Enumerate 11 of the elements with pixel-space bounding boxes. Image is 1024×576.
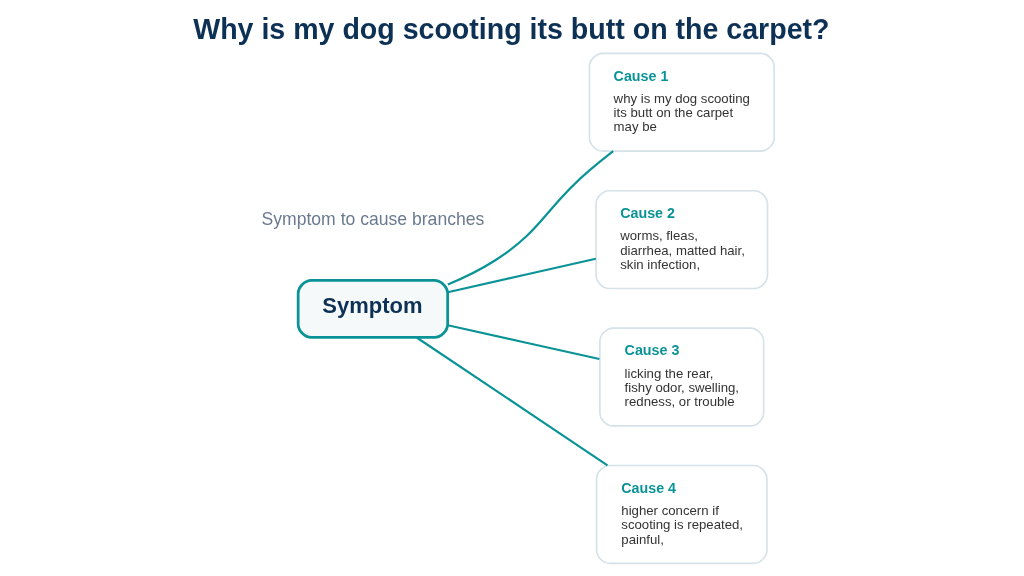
node-box: Cause 2 worms, fleas, diarrhea, matted hair, skin infection, bbox=[594, 189, 768, 290]
connector bbox=[415, 336, 608, 467]
label: Symptom to cause branches bbox=[261, 209, 484, 230]
connector bbox=[447, 324, 600, 361]
node-box: Cause 1 why is my dog scooting its butt on the carpet may be bbox=[588, 52, 775, 152]
node-box: Cause 3 licking the rear, fishy odor, swelling, redness, or trouble bbox=[598, 327, 764, 427]
node-box: Cause 4 higher concern if scooting is repeated, painful, bbox=[595, 464, 768, 565]
node-box: Symptom bbox=[296, 278, 449, 339]
connector bbox=[447, 257, 596, 294]
connector bbox=[446, 150, 614, 286]
diagram-title: Why is my dog scooting its butt on the carpet? bbox=[192, 12, 830, 45]
